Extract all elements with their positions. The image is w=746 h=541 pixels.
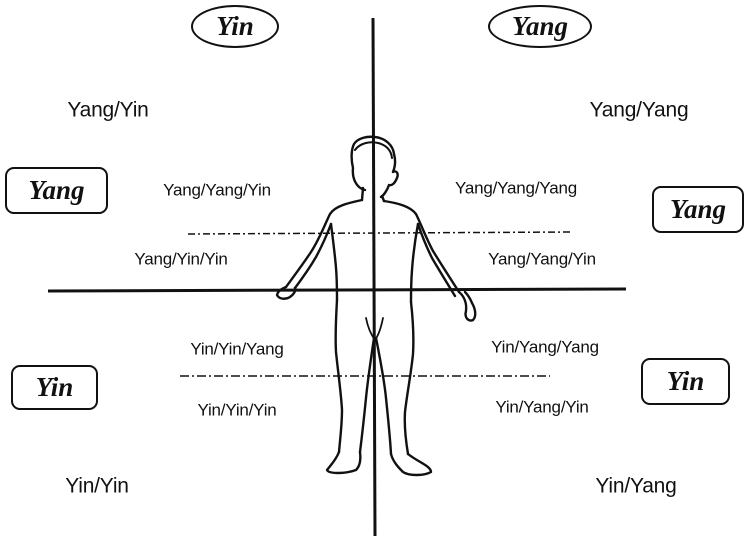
quadrant-upper-right-label: Yang/Yang: [589, 100, 688, 121]
human-figure: [277, 137, 475, 475]
side-right-lower-yin-badge: Yin: [641, 358, 730, 405]
zone-lower-left-top-label: Yin/Yin/Yang: [190, 341, 283, 358]
side-left-upper-yang-badge: Yang: [5, 167, 108, 214]
top-right-yang-badge: Yang: [488, 5, 592, 48]
zone-lower-right-bottom-label: Yin/Yang/Yin: [495, 399, 588, 416]
zone-upper-left-bottom-label: Yang/Yin/Yin: [134, 251, 227, 268]
zone-lower-left-bottom-label: Yin/Yin/Yin: [197, 402, 276, 419]
quadrant-lower-left-label: Yin/Yin: [65, 476, 129, 497]
upper-dashed-divider: [188, 232, 572, 234]
quadrant-lower-right-label: Yin/Yang: [595, 476, 676, 497]
side-right-upper-yang-badge: Yang: [652, 186, 744, 233]
zone-upper-right-top-label: Yang/Yang/Yang: [455, 180, 577, 197]
vertical-axis: [373, 18, 375, 536]
zone-lower-right-top-label: Yin/Yang/Yang: [491, 339, 599, 356]
zone-upper-left-top-label: Yang/Yang/Yin: [163, 182, 271, 199]
quadrant-upper-left-label: Yang/Yin: [67, 100, 148, 121]
side-left-lower-yin-badge: Yin: [11, 365, 98, 410]
zone-upper-right-bottom-label: Yang/Yang/Yin: [488, 251, 596, 268]
top-left-yin-badge: Yin: [191, 5, 279, 48]
